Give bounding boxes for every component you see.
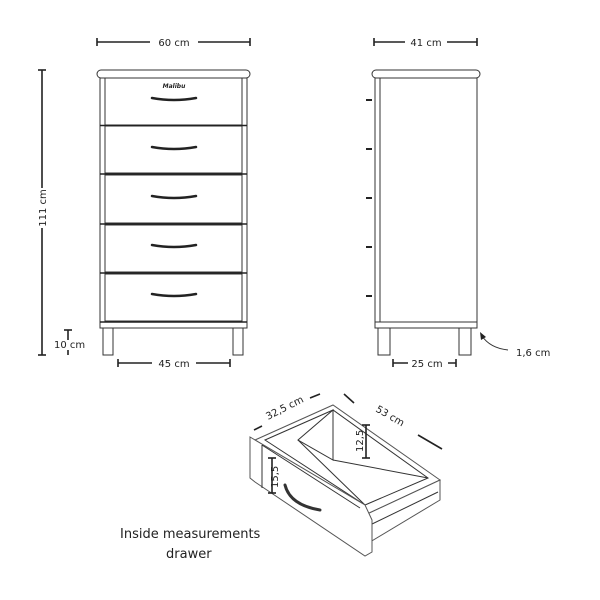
drawer-depth-label: 53 cm <box>374 404 406 429</box>
drawer-inner-height-label: 12,5 <box>355 430 366 452</box>
top-slab <box>96 69 251 79</box>
brand-logo: Malibu <box>163 83 186 90</box>
height-label: 111 cm <box>38 189 49 227</box>
top-thickness-label: 1,6 cm <box>516 348 550 359</box>
drawer-width-label: 32,5 cm <box>264 394 305 422</box>
caption-line-2: drawer <box>166 547 212 562</box>
drawer-handles <box>150 96 198 298</box>
leg-spacing-label: 45 cm <box>158 359 189 370</box>
drawer-view: 32,5 cm 53 cm 12,5 15,5 <box>249 393 443 557</box>
depth-label: 41 cm <box>410 38 441 49</box>
side-view: 41 cm 25 cm 1,6 cm <box>366 35 550 370</box>
drawer-front-height-label: 15,5 <box>270 466 281 488</box>
leg <box>102 327 114 356</box>
leg-height-label: 10 cm <box>54 340 85 351</box>
caption-line-1: Inside measurements <box>120 527 261 542</box>
side-leg-spacing-label: 25 cm <box>411 359 442 370</box>
drawers <box>100 77 247 323</box>
width-label: 60 cm <box>158 38 189 49</box>
side-handles <box>366 99 372 297</box>
leg <box>232 327 244 356</box>
arrow <box>481 335 509 351</box>
front-view: 60 cm 111 cm 10 cm Malibu <box>35 35 251 370</box>
